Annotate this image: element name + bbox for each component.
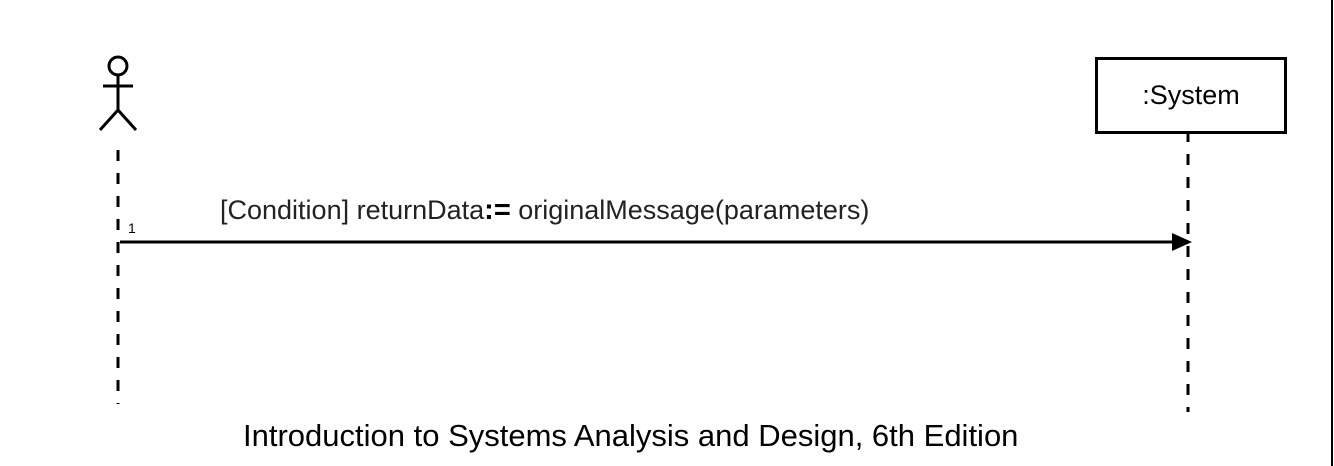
actor-icon [98,55,138,132]
system-lifeline-box: :System [1095,57,1287,134]
system-lifeline-label: :System [1142,80,1240,110]
right-border [1331,0,1333,466]
message-condition-text: [Condition] returnData [220,195,485,225]
message-arrowhead-icon [1172,233,1192,251]
actor-right-leg [116,108,138,132]
message-call-text: originalMessage(parameters) [510,195,870,225]
actor-left-leg [98,108,120,132]
message-assign-operator: := [484,194,511,226]
actor-head [107,55,129,77]
message-label: [Condition] returnData:= originalMessage… [220,194,869,227]
footer-caption: Introduction to Systems Analysis and Des… [243,418,1019,453]
message-sequence-number: 1 [128,220,136,236]
